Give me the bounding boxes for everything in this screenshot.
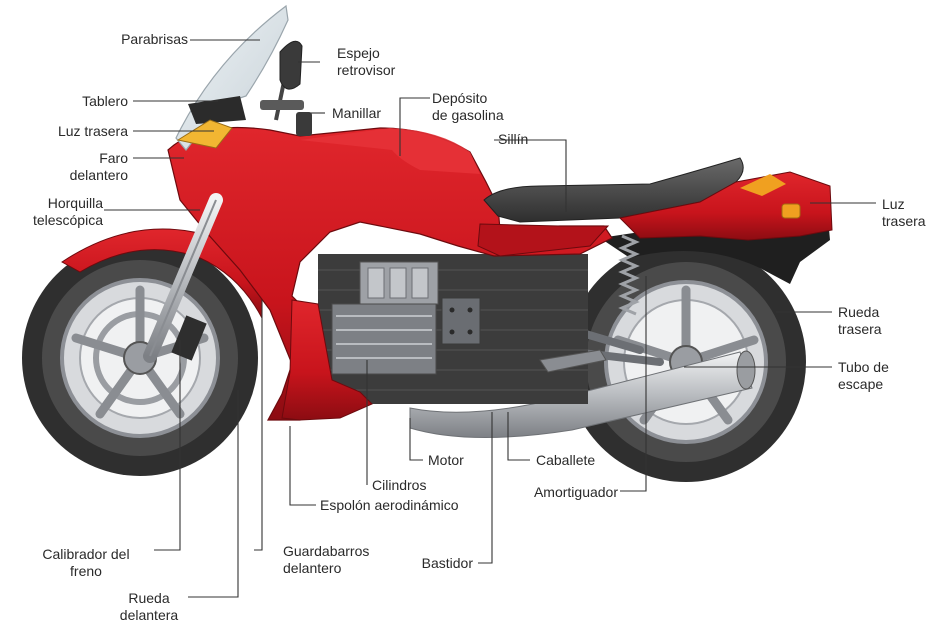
label-espejo-retrovisor: Espejo retrovisor xyxy=(337,45,396,78)
label-deposito-gasolina: Depósito de gasolina xyxy=(432,90,504,123)
handlebar xyxy=(260,100,312,136)
engine xyxy=(318,254,588,404)
label-guardabarros-delantero: Guardabarros delantero xyxy=(283,543,370,576)
label-manillar: Manillar xyxy=(332,105,382,121)
dashboard xyxy=(188,96,246,124)
label-tubo-escape: Tubo de escape xyxy=(838,359,889,392)
fuel-tank xyxy=(300,128,480,174)
label-tablero: Tablero xyxy=(82,93,128,109)
label-luz-trasera-left: Luz trasera xyxy=(57,123,128,139)
rear-shock xyxy=(618,234,640,316)
mirror xyxy=(274,40,303,121)
lower-spoiler xyxy=(281,299,373,421)
side-panel xyxy=(477,223,610,257)
label-rueda-trasera: Rueda trasera xyxy=(838,304,882,337)
label-luz-trasera-right: Luz trasera xyxy=(882,196,926,229)
label-faro-delantero: Faro delantero xyxy=(69,150,128,183)
tail-cowl xyxy=(618,171,833,241)
label-bastidor: Bastidor xyxy=(421,555,473,571)
label-rueda-delantera: Rueda delantera xyxy=(119,590,179,623)
label-horquilla-telescopica: Horquilla telescópica xyxy=(32,195,103,228)
label-calibrador-freno: Calibrador del freno xyxy=(42,546,130,579)
label-sillin: Sillín xyxy=(498,131,529,147)
label-motor: Motor xyxy=(428,452,464,468)
rear-wheel xyxy=(566,242,806,482)
front-wheel xyxy=(22,240,258,476)
label-parabrisas: Parabrisas xyxy=(121,31,188,47)
stand xyxy=(539,349,607,373)
tail-stripe xyxy=(740,174,786,196)
headlight xyxy=(176,119,233,149)
label-cilindros: Cilindros xyxy=(372,477,427,493)
label-amortiguador: Amortiguador xyxy=(533,484,618,500)
label-caballete: Caballete xyxy=(536,452,596,468)
leader-lines xyxy=(104,39,876,598)
label-espolon-aerodinamico: Espolón aerodinámico xyxy=(320,497,459,513)
rear-light xyxy=(781,203,801,219)
